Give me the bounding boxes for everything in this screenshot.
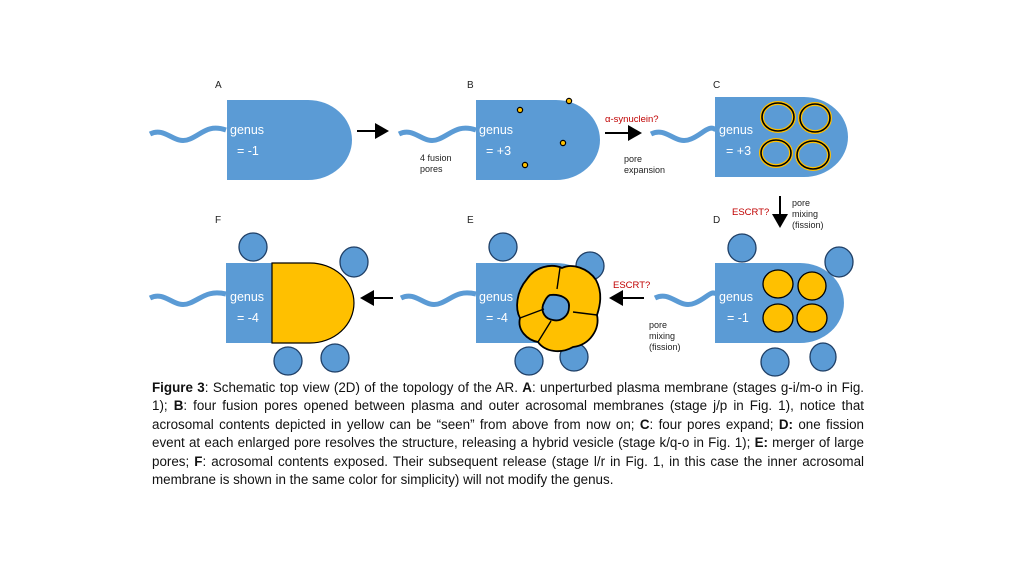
fusion-pore (565, 97, 573, 105)
expanded-pore-outline (760, 139, 792, 167)
hybrid-vesicle (320, 343, 350, 373)
panel-a-genus-word: genus (230, 123, 264, 137)
caption-text: one fission event at each enlarged pore … (152, 416, 864, 451)
panel-b-tail (397, 125, 477, 143)
label-pore-mixing-cd-line2: mixing (792, 209, 818, 219)
label-pore-mixing-de-line3: (fission) (649, 342, 681, 352)
expanded-pore-outline (796, 140, 830, 170)
acrosome-patch (762, 303, 794, 333)
label-alpha-synuclein: α-synuclein? (605, 114, 659, 125)
panel-a-letter: A (215, 80, 222, 91)
panel-b: B genus = +3 4 fusion pores (397, 80, 600, 180)
label-pore-mixing-de-line2: mixing (649, 331, 675, 341)
panel-e-tail (399, 290, 477, 307)
label-pore-expansion-line2: expansion (624, 165, 665, 175)
hybrid-vesicle (514, 346, 544, 376)
caption-key-b: B (173, 398, 184, 414)
label-escrt-c-d: ESCRT? (732, 207, 769, 218)
caption-key-c: C (639, 416, 650, 432)
panel-f-genus-word: genus (230, 290, 264, 304)
panel-b-genus-value: = +3 (486, 144, 511, 158)
panel-b-genus-word: genus (479, 123, 513, 137)
panel-c-head (715, 97, 848, 177)
panel-c: C genus = +3 (649, 80, 848, 177)
caption-key-d: D: (778, 416, 793, 432)
hybrid-vesicle (339, 246, 369, 278)
hybrid-vesicle (809, 342, 837, 372)
panel-a: A genus = -1 (148, 80, 352, 180)
panel-d-tail (653, 290, 718, 307)
panel-c-tail (649, 125, 718, 143)
acrosome-patch (762, 269, 794, 299)
caption-text: : four fusion pores opened between plasm… (152, 398, 864, 432)
panel-c-letter: C (713, 80, 720, 91)
hybrid-vesicle (488, 232, 518, 262)
panel-e-letter: E (467, 215, 474, 226)
panel-b-note-line2: pores (420, 164, 443, 174)
hybrid-vesicle (727, 233, 757, 263)
caption-text: : unperturbed plasma membrane (stages g-… (152, 380, 864, 414)
caption-key-a: A (522, 380, 532, 395)
merged-pore (516, 265, 602, 353)
label-escrt-d-e: ESCRT? (613, 280, 650, 291)
label-pore-mixing-cd-line3: (fission) (792, 220, 824, 230)
caption-key-f: F (194, 453, 203, 469)
hybrid-vesicle (238, 232, 268, 262)
panel-b-letter: B (467, 80, 474, 91)
acrosome-patch (796, 303, 828, 333)
hybrid-vesicle (760, 347, 790, 377)
fusion-pore (521, 161, 529, 169)
caption-key-e: E: (754, 435, 768, 451)
fusion-pore (516, 106, 524, 114)
exposed-acrosomal-contents (271, 262, 355, 344)
panel-d: D genus = -1 (653, 215, 854, 377)
caption-text: : acrosomal contents exposed. Their subs… (152, 453, 864, 488)
caption-text: merger of large pores; (152, 435, 864, 469)
panel-a-head (227, 100, 352, 180)
expanded-pore-outline (761, 102, 795, 132)
panel-f-head (226, 263, 274, 343)
fusion-pore (559, 139, 567, 147)
panel-b-note-line1: 4 fusion (420, 153, 452, 163)
acrosome-patch (797, 271, 827, 301)
panel-e-genus-value: = -4 (486, 311, 508, 325)
hybrid-vesicle (273, 346, 303, 376)
panel-f-tail (148, 290, 227, 307)
label-pore-mixing-de-line1: pore (649, 320, 667, 330)
panel-e: E genus = -4 (399, 215, 605, 376)
expanded-pore-outline (799, 103, 831, 133)
panel-a-tail (148, 125, 227, 143)
panel-f-genus-value: = -4 (237, 311, 259, 325)
panel-b-head (476, 100, 600, 180)
merged-pore-seam (519, 267, 598, 343)
panel-a-genus-value: = -1 (237, 144, 259, 158)
caption-text: : four pores expand; (649, 416, 779, 432)
caption-figure-label: Figure 3 (152, 380, 205, 395)
panel-d-genus-value: = -1 (727, 311, 749, 325)
panel-d-genus-word: genus (719, 290, 753, 304)
figure-caption: Figure 3: Schematic top view (2D) of the… (152, 379, 864, 489)
caption-text: : Schematic top view (2D) of the topolog… (204, 380, 523, 395)
panel-e-genus-word: genus (479, 290, 513, 304)
label-pore-expansion-line1: pore (624, 154, 642, 164)
hybrid-vesicle (824, 246, 854, 278)
panel-c-genus-word: genus (719, 123, 753, 137)
panel-f: F genus = -4 (148, 215, 369, 376)
panel-f-letter: F (215, 215, 221, 226)
panel-d-letter: D (713, 215, 720, 226)
label-pore-mixing-cd-line1: pore (792, 198, 810, 208)
panel-c-genus-value: = +3 (726, 144, 751, 158)
